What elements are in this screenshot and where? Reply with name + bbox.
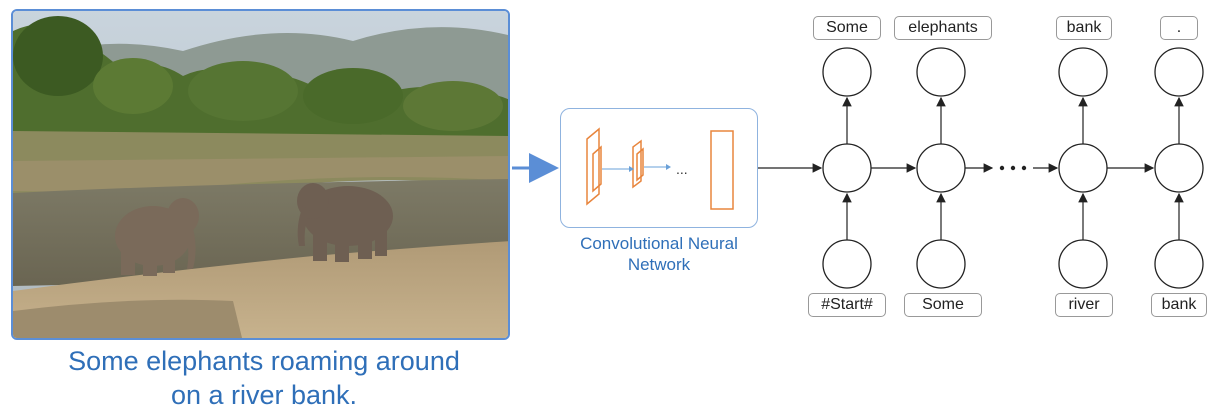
output-word-4: . xyxy=(1160,16,1198,40)
hidden-node-1 xyxy=(822,143,872,193)
gap-dot-1 xyxy=(999,165,1005,171)
cnn-layer-2 xyxy=(632,139,642,189)
cnn-layer-1 xyxy=(586,127,600,206)
hidden-node-2 xyxy=(916,143,966,193)
cnn-connector-1-head xyxy=(629,166,634,172)
hidden-node-3 xyxy=(1058,143,1108,193)
image-caption: Some elephants roaming around on a river… xyxy=(0,344,528,412)
gap-dot-2 xyxy=(1010,165,1016,171)
cnn-layers-illustration: ... xyxy=(586,127,734,210)
elephants-photo xyxy=(11,9,510,340)
output-node-3 xyxy=(1058,47,1108,97)
cnn-layer-1-inner xyxy=(592,145,602,193)
output-word-3: bank xyxy=(1056,16,1112,40)
caption-line-2: on a river bank. xyxy=(170,380,358,410)
cnn-label-line-1: Convolutional Neural xyxy=(580,234,738,253)
output-node-2 xyxy=(916,47,966,97)
input-word-3: river xyxy=(1055,293,1113,317)
cnn-connector-2-head xyxy=(666,164,671,170)
output-word-2: elephants xyxy=(894,16,992,40)
input-word-2: Some xyxy=(904,293,982,317)
input-node-4 xyxy=(1154,239,1204,289)
input-node-2 xyxy=(916,239,966,289)
input-word-4: bank xyxy=(1151,293,1207,317)
output-node-1 xyxy=(822,47,872,97)
output-word-1: Some xyxy=(813,16,881,40)
caption-line-1: Some elephants roaming around xyxy=(68,346,460,376)
cnn-fc-layer xyxy=(710,130,734,210)
input-node-1 xyxy=(822,239,872,289)
cnn-box: ... xyxy=(560,108,758,228)
hidden-node-4 xyxy=(1154,143,1204,193)
gap-dot-3 xyxy=(1021,165,1027,171)
input-word-1: #Start# xyxy=(808,293,886,317)
elephants-photo-illustration xyxy=(13,11,508,338)
cnn-label: Convolutional Neural Network xyxy=(540,233,778,275)
cnn-ellipsis: ... xyxy=(676,161,688,177)
output-node-4 xyxy=(1154,47,1204,97)
cnn-label-line-2: Network xyxy=(627,255,691,274)
input-node-3 xyxy=(1058,239,1108,289)
cnn-layer-2-inner xyxy=(636,147,644,182)
